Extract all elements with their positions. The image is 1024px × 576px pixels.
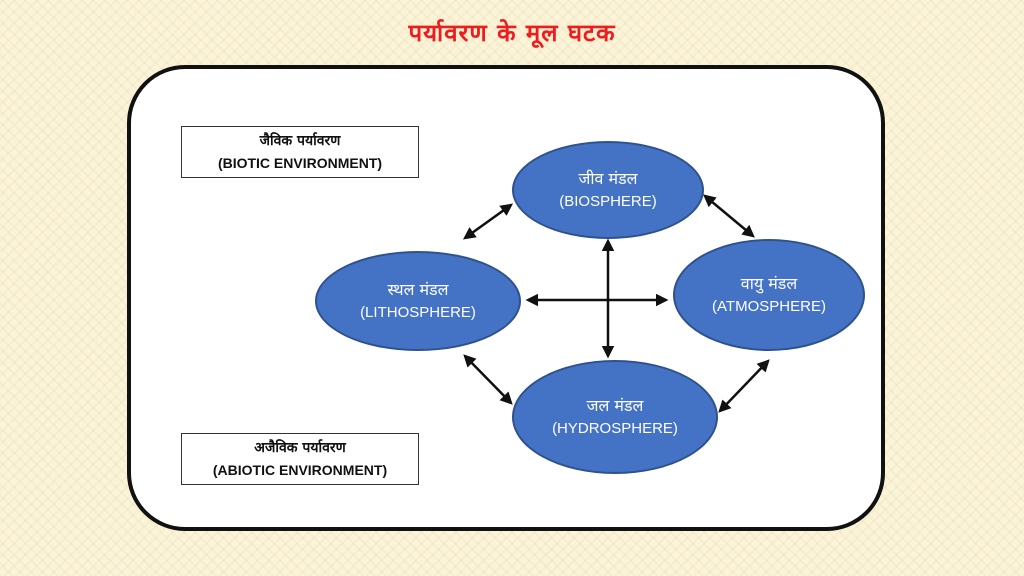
arrow-biosphere-atmosphere xyxy=(703,194,755,238)
hydrosphere-node: जल मंडल (HYDROSPHERE) xyxy=(512,360,718,474)
atmosphere-english: (ATMOSPHERE) xyxy=(712,298,826,315)
biosphere-hindi: जीव मंडल xyxy=(578,169,638,188)
biotic-label-english: (BIOTIC ENVIRONMENT) xyxy=(217,155,383,171)
biotic-label-hindi: जैविक पर्यावरण xyxy=(259,133,341,149)
biosphere-english: (BIOSPHERE) xyxy=(559,193,657,210)
arrow-lithosphere-biosphere xyxy=(462,203,514,240)
atmosphere-node: वायु मंडल (ATMOSPHERE) xyxy=(673,239,865,351)
abiotic-environment-label: अजैविक पर्यावरण (ABIOTIC ENVIRONMENT) xyxy=(181,433,419,485)
biosphere-node: जीव मंडल (BIOSPHERE) xyxy=(512,141,704,239)
abiotic-label-hindi: अजैविक पर्यावरण xyxy=(254,440,346,456)
arrow-lithosphere-hydrosphere xyxy=(463,354,513,405)
abiotic-label-english: (ABIOTIC ENVIRONMENT) xyxy=(212,462,388,478)
arrow-hydrosphere-atmosphere xyxy=(718,359,770,413)
hydrosphere-hindi: जल मंडल xyxy=(586,396,644,415)
biotic-environment-label: जैविक पर्यावरण (BIOTIC ENVIRONMENT) xyxy=(181,126,419,178)
atmosphere-hindi: वायु मंडल xyxy=(740,274,798,293)
hydrosphere-english: (HYDROSPHERE) xyxy=(552,420,678,437)
lithosphere-hindi: स्थल मंडल xyxy=(387,280,449,299)
page-title: पर्यावरण के मूल घटक xyxy=(408,19,616,47)
lithosphere-english: (LITHOSPHERE) xyxy=(360,304,476,321)
lithosphere-node: स्थल मंडल (LITHOSPHERE) xyxy=(315,251,521,351)
